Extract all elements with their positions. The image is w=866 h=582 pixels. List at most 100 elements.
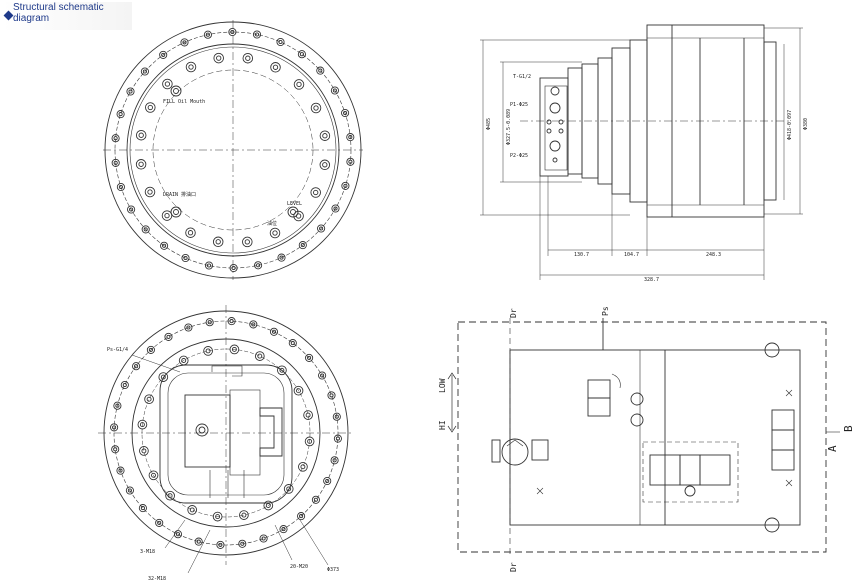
back-outer-bolt bbox=[184, 323, 193, 332]
front-inner-bolt-core bbox=[138, 161, 144, 167]
front-outer-bolt-core bbox=[332, 88, 337, 93]
ps-label: Ps bbox=[601, 306, 610, 316]
back-outer-bolt bbox=[113, 401, 122, 410]
front-outer-bolt bbox=[116, 110, 125, 119]
back-outer-bolt bbox=[138, 504, 147, 513]
port-a-label: A bbox=[826, 445, 839, 452]
back-inner-bolt bbox=[187, 505, 198, 515]
front-outer-bolt-core bbox=[113, 136, 118, 141]
back-outer-bolt bbox=[216, 540, 225, 549]
front-outer-bolt bbox=[160, 241, 169, 250]
back-outer-bolt-core bbox=[134, 364, 139, 369]
back-port-ps-core bbox=[198, 426, 206, 434]
front-outer-bolt bbox=[140, 67, 149, 76]
front-inner-bolt bbox=[293, 210, 304, 222]
front-inner-bolt-core bbox=[215, 239, 221, 245]
dr-top-label: Dr bbox=[509, 308, 518, 318]
port-t-label: T-G1/2 bbox=[513, 74, 531, 80]
front-inner-bolt bbox=[185, 61, 197, 73]
back-bottom-lines bbox=[209, 470, 245, 498]
back-inner-bolt-core bbox=[241, 512, 247, 518]
front-outer-bolt bbox=[277, 253, 286, 262]
back-inner-bolt bbox=[212, 511, 223, 522]
front-outer-bolt bbox=[127, 205, 136, 214]
back-outer-bolt bbox=[279, 525, 288, 534]
section-title: Structural schematic diagram bbox=[13, 2, 104, 24]
orifice-bottom bbox=[785, 479, 793, 487]
front-outer-bolt-core bbox=[129, 207, 134, 212]
dim-1-label: 130.7 bbox=[574, 252, 589, 258]
back-outer-bolt bbox=[110, 423, 119, 432]
level-cn-label: 油位 bbox=[267, 220, 277, 227]
front-outer-bolt bbox=[180, 38, 189, 47]
back-inner-bolt-core bbox=[167, 493, 173, 499]
front-inner-bolt-core bbox=[272, 230, 278, 236]
dim-2-label: 104.7 bbox=[624, 252, 639, 258]
front-inner-bolt-core bbox=[147, 189, 153, 195]
front-outer-bolt-core bbox=[279, 255, 284, 260]
front-outer-bolt bbox=[228, 27, 237, 37]
back-inner-bolt-core bbox=[215, 514, 221, 520]
back-outer-bolt bbox=[238, 539, 247, 548]
motor-arrow bbox=[506, 439, 524, 447]
valve-bolt-4 bbox=[558, 128, 564, 134]
speed-arrow-down bbox=[447, 425, 457, 433]
dr-bottom-label: Dr bbox=[509, 562, 518, 572]
front-inner-bolt bbox=[144, 186, 156, 198]
back-inner-bolt-core bbox=[307, 438, 313, 444]
front-inner-bolt-core bbox=[216, 55, 222, 61]
hi-label: HI bbox=[438, 420, 447, 430]
back-outer-bolt-core bbox=[127, 488, 132, 493]
front-outer-bolt-core bbox=[348, 135, 353, 140]
back-outer-bolt-core bbox=[118, 468, 123, 473]
front-inner-bolt-core bbox=[322, 133, 328, 139]
counterbalance-b bbox=[771, 429, 795, 451]
back-inner-bolt-core bbox=[146, 396, 152, 402]
front-outer-bolt bbox=[331, 204, 340, 213]
front-outer-bolt bbox=[141, 225, 150, 234]
front-inner-bolt bbox=[135, 129, 147, 141]
main-loop bbox=[509, 349, 801, 526]
front-inner-bolts bbox=[135, 52, 331, 248]
back-outer-bolt-core bbox=[307, 355, 312, 360]
back-outer-bolt-core bbox=[113, 447, 118, 452]
front-outer-bolt bbox=[330, 86, 339, 95]
back-inner-bolt-core bbox=[305, 412, 311, 418]
back-inner-bolts bbox=[137, 344, 315, 522]
front-outer-bolt bbox=[346, 133, 355, 142]
front-outer-bolt bbox=[159, 50, 168, 59]
hydraulic-circuit bbox=[447, 318, 840, 555]
dim-left-1: Φ485 bbox=[486, 118, 492, 130]
back-port-ps-label: Ps-G1/4 bbox=[107, 347, 128, 353]
back-inner-bolt bbox=[229, 344, 240, 355]
port-p2 bbox=[549, 140, 561, 152]
port-p1 bbox=[549, 102, 561, 114]
check-valve-top bbox=[764, 342, 780, 358]
front-outer-bolt-core bbox=[143, 227, 148, 232]
front-inner-bolt-core bbox=[164, 81, 171, 87]
back-outer-bolt-core bbox=[290, 341, 295, 346]
leader-m18b bbox=[187, 529, 211, 574]
back-outer-bolt bbox=[164, 332, 173, 341]
back-outer-bolt-core bbox=[329, 393, 334, 398]
motor-symbol bbox=[501, 438, 529, 466]
back-leaders bbox=[131, 354, 329, 574]
back-outer-bolt-core bbox=[157, 520, 162, 525]
front-outer-bolt bbox=[204, 261, 214, 270]
front-outer-bolts bbox=[111, 27, 355, 273]
leader-m20 bbox=[274, 524, 293, 561]
back-inner-bolt-core bbox=[189, 507, 195, 513]
back-outer-bolt bbox=[173, 530, 183, 539]
front-inner-bolt-core bbox=[138, 132, 144, 138]
back-inner-bolt bbox=[137, 419, 148, 430]
back-outer-bolt bbox=[125, 486, 134, 495]
motor-actuator bbox=[491, 439, 501, 463]
front-inner-bolt bbox=[213, 52, 224, 64]
front-outer-bolt-core bbox=[205, 32, 210, 37]
back-inner-bolt-core bbox=[300, 464, 306, 470]
back-outer-bolt bbox=[111, 445, 120, 454]
back-outer-bolt bbox=[327, 391, 336, 400]
back-inner-bolt-core bbox=[231, 346, 237, 352]
valve-bolt-2 bbox=[558, 119, 564, 125]
front-inner-bolt-core bbox=[147, 104, 153, 111]
